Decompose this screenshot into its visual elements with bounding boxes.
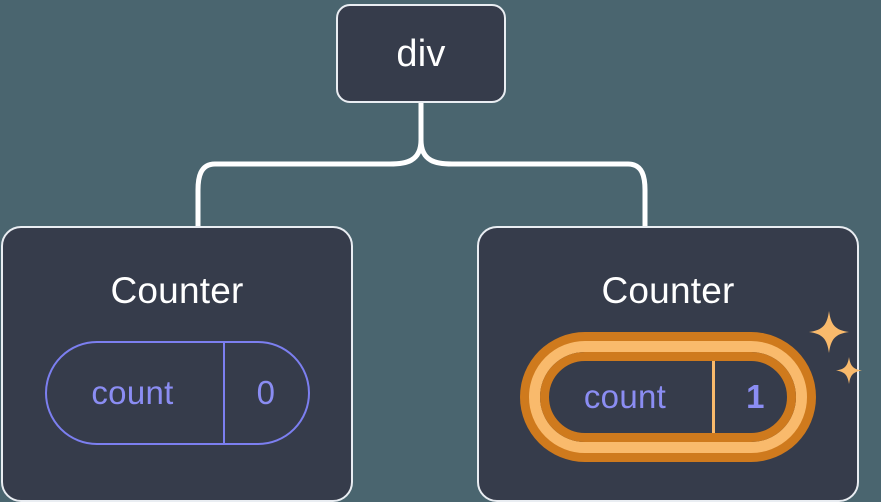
node-counter-right[interactable]: Counter count 1 (477, 226, 862, 502)
state-key: count (91, 374, 174, 411)
state-pill[interactable]: count 0 (44, 341, 310, 445)
state-pill-wrapper: count 1 (529, 311, 862, 453)
sparkle-small-icon (836, 357, 862, 384)
state-value: 0 (222, 343, 308, 443)
state-pill-wrapper: count 0 (44, 341, 310, 445)
node-title: Counter (601, 270, 735, 311)
sparkle-group (809, 311, 862, 384)
node-root-label: div (396, 32, 446, 75)
node-counter-left[interactable]: Counter count 0 (1, 226, 353, 502)
state-pill-highlighted[interactable]: count 1 (529, 341, 807, 453)
node-title: Counter (110, 270, 244, 311)
state-key: count (583, 378, 667, 415)
state-value: 1 (712, 352, 796, 442)
connector-branch-left (195, 137, 424, 229)
sparkle-large-icon (809, 311, 849, 353)
connector-branch-right (418, 137, 648, 229)
node-root-div[interactable]: div (336, 4, 506, 103)
